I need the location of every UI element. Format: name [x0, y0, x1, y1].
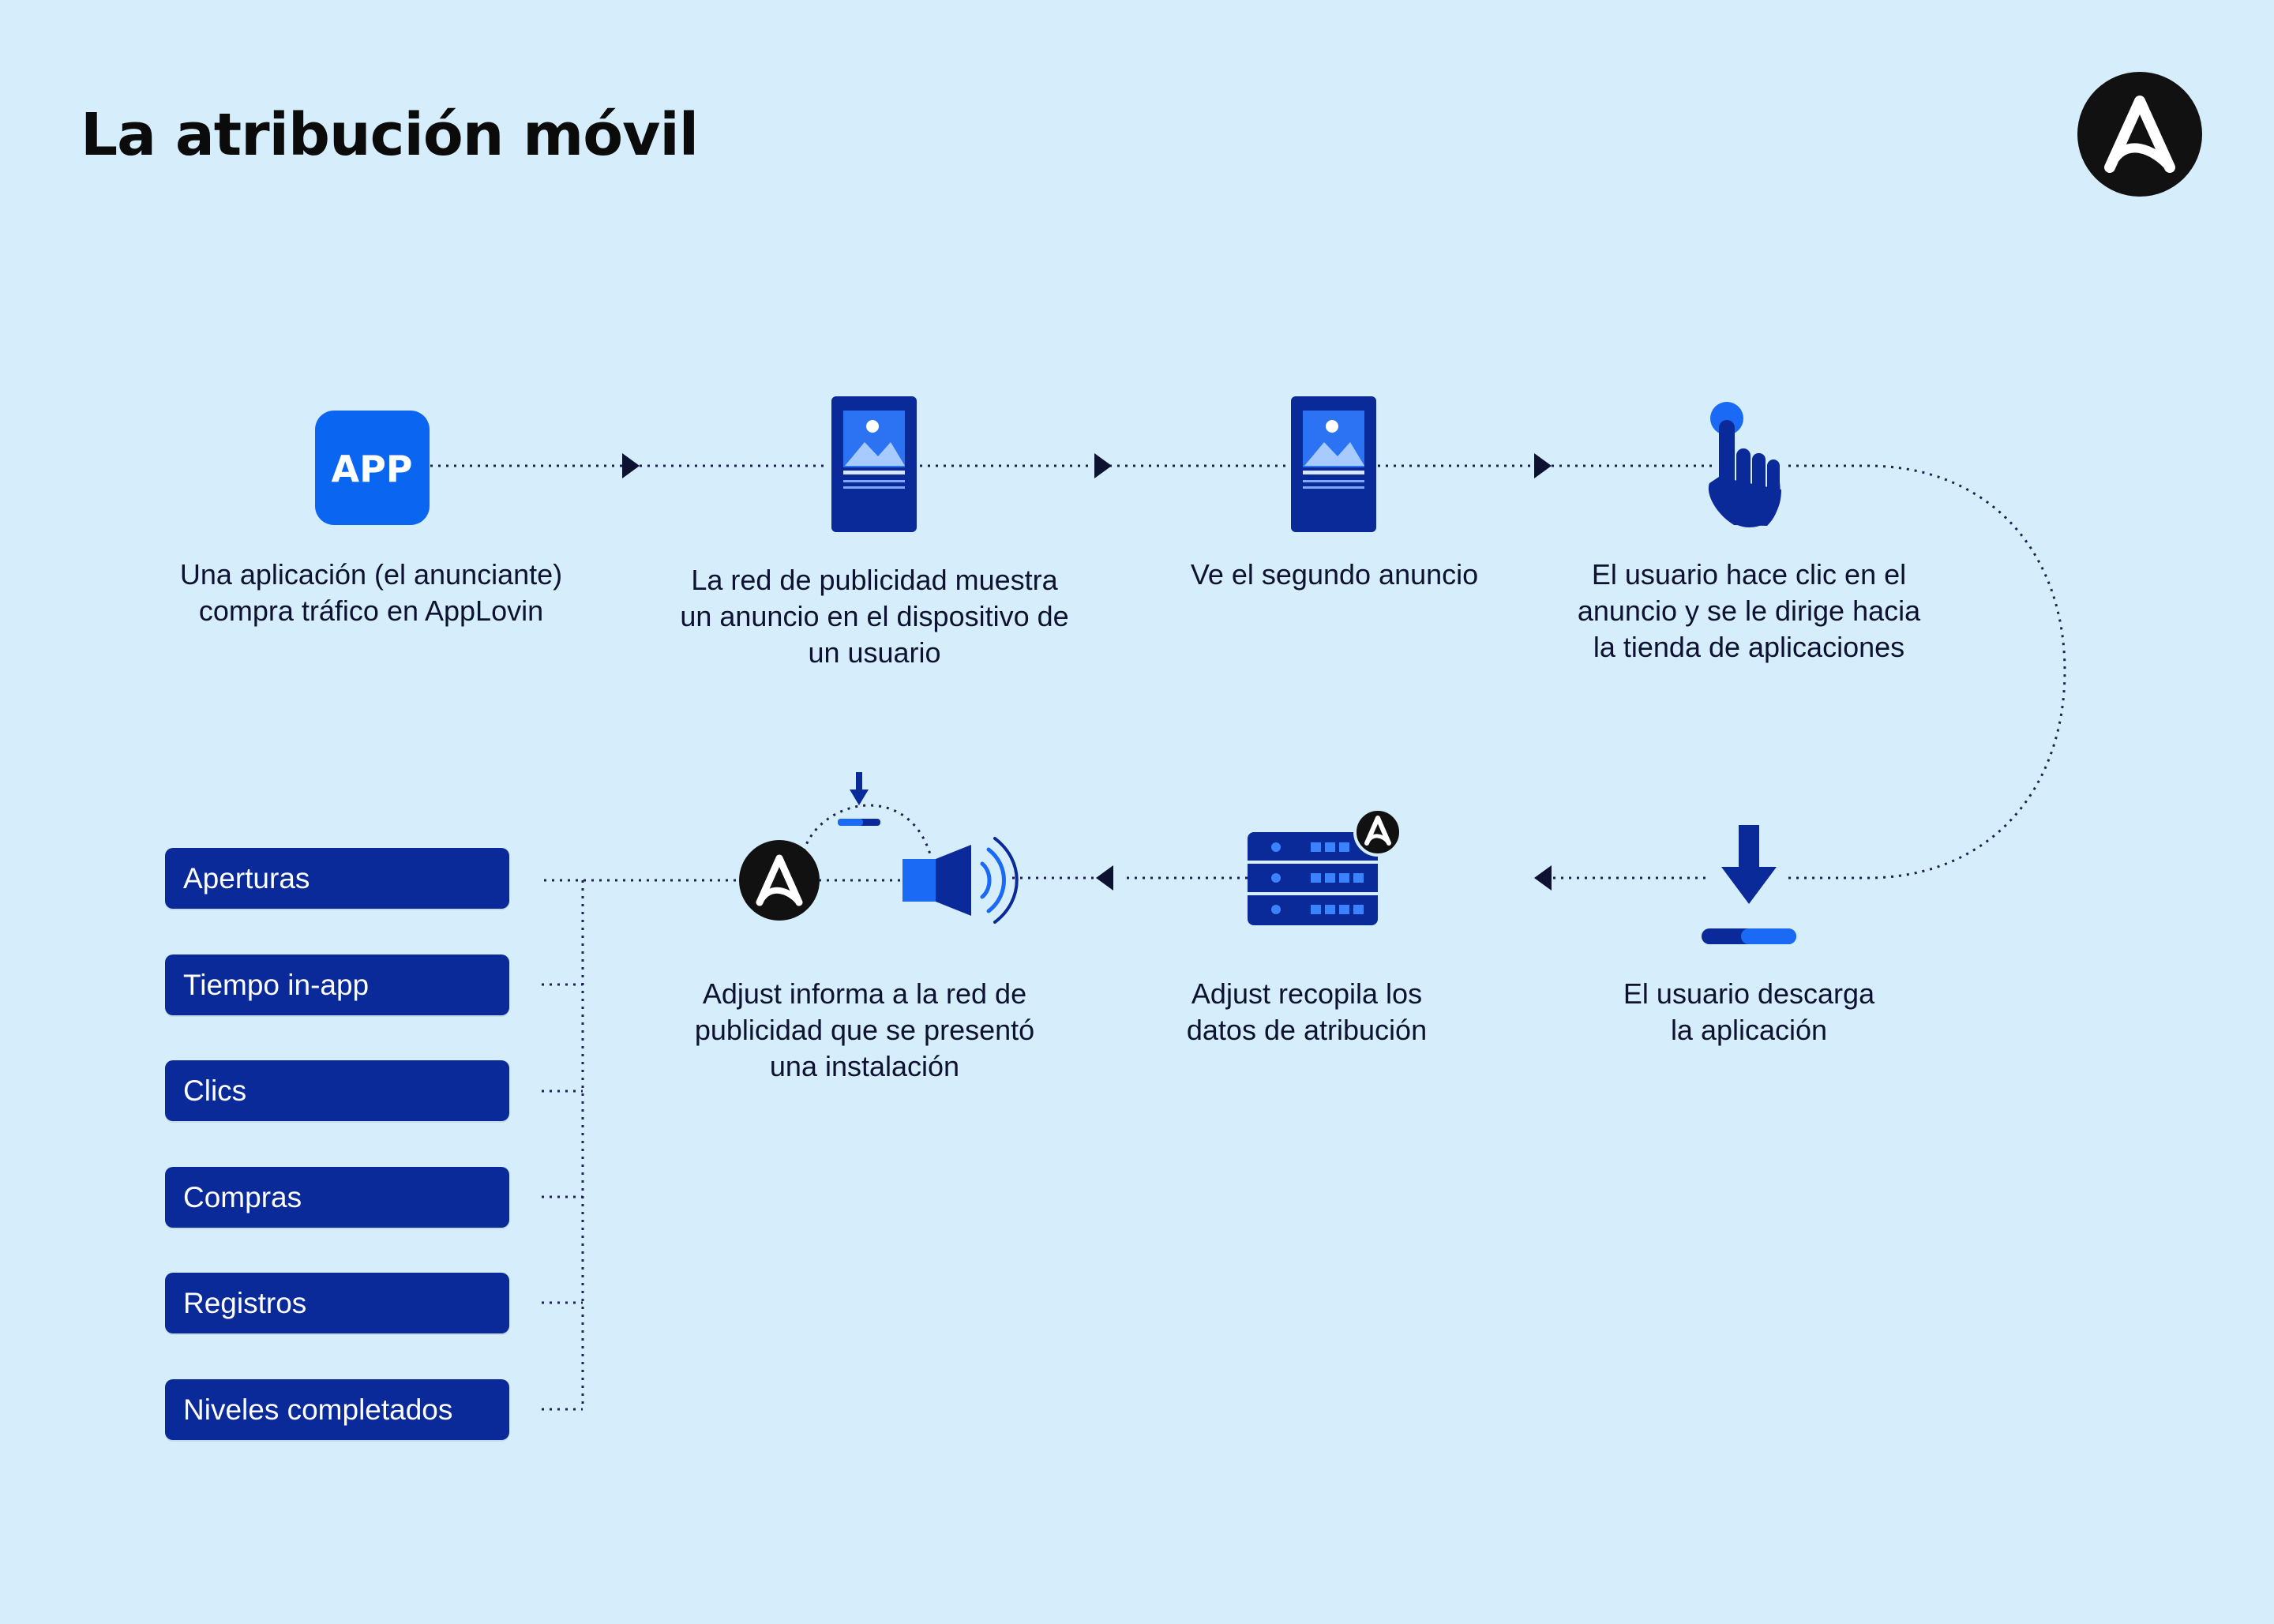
adjust-logo-icon	[2077, 72, 2202, 197]
step-label-6: Adjust recopila los datos de atribución	[1186, 977, 1428, 1046]
metric-aperturas: Aperturas	[165, 848, 509, 909]
step-label-2: La red de publicidad muestra un anuncio …	[680, 564, 1069, 669]
adjust-small-logo-icon	[739, 840, 820, 921]
step-label-7: Adjust informa a la red de publicidad qu…	[694, 977, 1035, 1082]
metric-niveles-completados: Niveles completados	[165, 1379, 509, 1440]
phone-ad-icon	[831, 396, 917, 532]
metric-registros: Registros	[165, 1273, 509, 1333]
app-icon: APP	[315, 411, 430, 525]
metric-compras: Compras	[165, 1167, 509, 1228]
download-icon	[1702, 825, 1796, 944]
arrowheads	[622, 453, 1552, 891]
server-icon	[1248, 808, 1402, 925]
small-download-icon	[838, 772, 880, 826]
page-title: La atribución móvil	[81, 101, 699, 169]
step-label-3: Ve el segundo anuncio	[1190, 558, 1479, 591]
step-label-4: El usuario hace clic en el anuncio y se …	[1577, 558, 1921, 663]
tap-hand-icon	[1708, 402, 1781, 527]
step-label-5: El usuario descarga la aplicación	[1623, 977, 1875, 1046]
metric-clics: Clics	[165, 1060, 509, 1121]
phone-ad-icon-second	[1291, 396, 1376, 532]
metric-tiempo-in-app: Tiempo in-app	[165, 955, 509, 1015]
step-label-1: Una aplicación (el anunciante) compra tr…	[179, 558, 563, 627]
app-icon-text: APP	[331, 448, 412, 490]
megaphone-icon	[902, 837, 1019, 924]
